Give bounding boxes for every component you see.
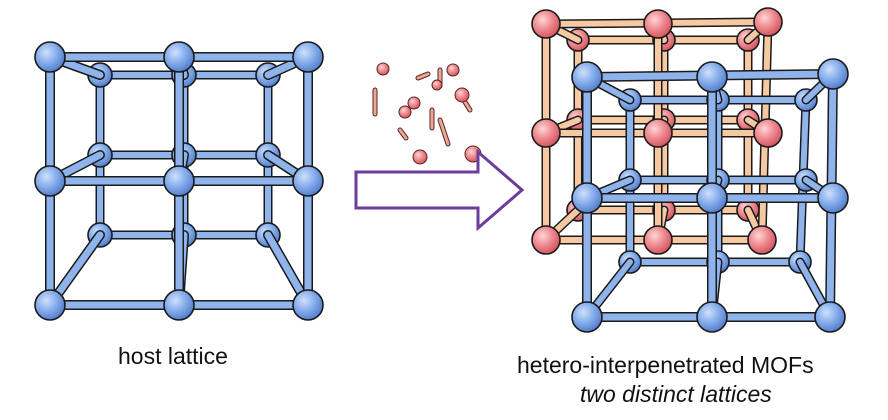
- linker-rod: [463, 100, 472, 112]
- linker-rod: [438, 118, 450, 146]
- node: [753, 7, 783, 37]
- metal-node: [446, 63, 460, 77]
- node: [531, 9, 561, 39]
- node: [292, 41, 324, 73]
- node: [531, 225, 561, 255]
- metal-node: [431, 79, 443, 91]
- node: [753, 118, 783, 148]
- linker-fragments-illustration: [372, 62, 482, 165]
- node: [817, 182, 849, 214]
- node: [571, 61, 603, 93]
- distinct-lattices-caption: two distinct lattices: [580, 381, 772, 407]
- node: [34, 289, 66, 321]
- host-lattice-label: host lattice: [118, 343, 228, 369]
- node: [696, 182, 728, 214]
- metal-node: [376, 62, 390, 76]
- node: [571, 301, 603, 333]
- node: [696, 301, 728, 333]
- node: [163, 165, 195, 197]
- node: [643, 9, 673, 39]
- node: [34, 41, 66, 73]
- host-front-frame: [34, 41, 324, 321]
- orange-pink-lattice: [531, 7, 783, 255]
- hetero-mof-label: hetero-interpenetrated MOFs: [517, 352, 814, 378]
- metal-node: [412, 149, 428, 165]
- reaction-arrow-icon: [354, 148, 525, 232]
- node: [531, 118, 561, 148]
- metal-node: [407, 96, 421, 110]
- node: [163, 41, 195, 73]
- node: [817, 58, 849, 90]
- orange-front-frame: [531, 7, 783, 255]
- node: [643, 225, 673, 255]
- node: [643, 118, 673, 148]
- linker-rod: [416, 72, 430, 80]
- metal-node: [454, 87, 470, 103]
- node: [571, 182, 603, 214]
- node: [292, 289, 324, 321]
- host-lattice-illustration: [34, 41, 324, 321]
- node: [696, 61, 728, 93]
- linker-rod: [398, 128, 408, 140]
- node: [292, 165, 324, 197]
- node: [34, 165, 66, 197]
- blue-lattice: [571, 58, 849, 333]
- node: [747, 225, 777, 255]
- node: [163, 289, 195, 321]
- node: [814, 301, 846, 333]
- metal-node: [398, 105, 412, 119]
- interpenetrated-lattice-illustration: [531, 7, 849, 333]
- blue-front-frame: [571, 58, 849, 333]
